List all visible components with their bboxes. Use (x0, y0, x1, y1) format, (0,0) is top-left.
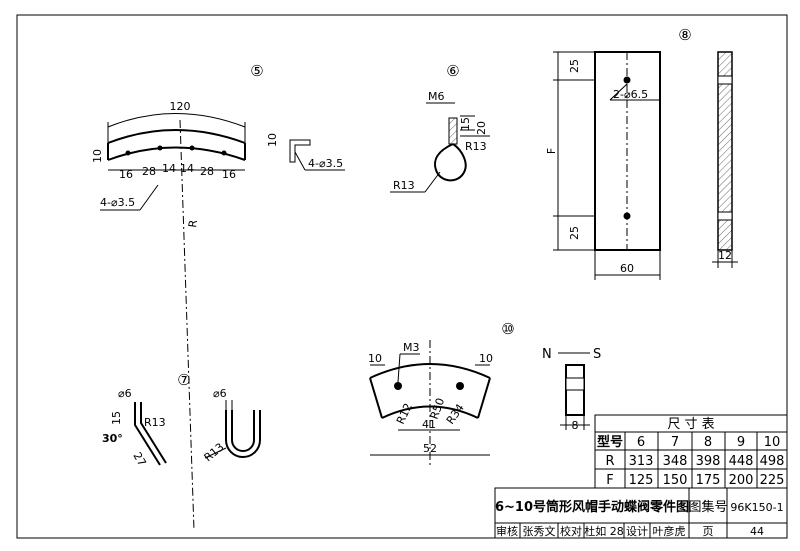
part-5-hole-1 (125, 150, 131, 156)
part-5-width: 10 (91, 149, 104, 163)
size-table-header-6: 6 (637, 435, 645, 450)
spacing-1: 16 (119, 168, 133, 181)
part-10-w1: 10 (368, 352, 382, 365)
size-table-r-7: 348 (663, 454, 688, 469)
check-label: 校对 (560, 524, 582, 538)
size-table-f-6: 125 (629, 473, 654, 488)
part-5-arc-length: 120 (170, 100, 191, 113)
page-label: 页 (703, 525, 714, 538)
atlas-label: 图集号 (688, 499, 727, 515)
part-5-hole-3 (189, 145, 195, 151)
size-table-header-8: 8 (704, 435, 712, 450)
part-6-r2: R13 (393, 179, 415, 192)
title-block: 6~10号筒形风帽手动蝶阀零件图 图集号 96K150-1 审核 张秀文 校对 … (494, 487, 788, 539)
size-table-r-8: 398 (696, 454, 721, 469)
part-5-hole-2 (157, 145, 163, 151)
part-5-side-height: 10 (266, 133, 279, 147)
part-5-spacing: 16 28 14 14 28 16 (119, 162, 236, 181)
part-10: ⑩ 10 M3 10 R12 R50 R34 41 52 N S 8 (368, 320, 601, 468)
part-8-height: F (545, 148, 558, 154)
part-10-side-width: 8 (572, 419, 579, 432)
part-8-side (717, 51, 733, 251)
review-label: 审核 (496, 524, 518, 538)
part-7-l27: 27 (130, 450, 148, 469)
part-5-arc-inner (107, 146, 246, 161)
part-5-number: ⑤ (250, 62, 263, 80)
size-table-f-7: 150 (663, 473, 688, 488)
part-7-number: ⑦ (177, 371, 190, 389)
size-table: 尺 寸 表 型号 6 7 8 9 10 R 313 348 398 448 49… (594, 414, 788, 489)
part-7-dia1: ⌀6 (118, 387, 132, 400)
part-10-r12: R12 (394, 401, 415, 426)
part-8-top: 25 (568, 59, 581, 73)
size-table-r-9: 448 (729, 454, 754, 469)
size-table-f-8: 175 (696, 473, 721, 488)
part-6: ⑥ M6 15 20 R13 R13 (390, 62, 490, 193)
size-table-title: 尺 寸 表 (667, 417, 714, 432)
sheet-border (16, 14, 788, 539)
part-5-hole-4 (221, 150, 227, 156)
size-table-row-f-label: F (606, 473, 613, 488)
size-table-r-10: 498 (760, 454, 785, 469)
part-5-holes-note: 4-⌀3.5 (100, 196, 135, 209)
part-8-thickness: 12 (718, 249, 732, 262)
part-8-bottom: 25 (568, 226, 581, 240)
size-table-f-9: 200 (729, 473, 754, 488)
part-6-d1: 15 (459, 117, 472, 131)
part-6-r1: R13 (465, 140, 487, 153)
part-8-hole-bottom (623, 212, 631, 220)
reviewer-signature: 张秀文 (523, 524, 556, 538)
part-7-r13a: R13 (144, 416, 166, 429)
part-8-width: 60 (620, 262, 634, 275)
part-7-angle: 30° (102, 432, 123, 445)
spacing-2: 28 (142, 165, 156, 178)
part-10-r34: R34 (444, 402, 467, 427)
part-10-w2: 10 (479, 352, 493, 365)
part-5-arc-outer (107, 129, 246, 144)
size-table-header-9: 9 (737, 435, 745, 450)
part-8-hole-top (623, 76, 631, 84)
part-8-number: ⑧ (678, 26, 691, 44)
part-7-dia2: ⌀6 (213, 387, 227, 400)
page-number: 44 (750, 525, 764, 538)
size-table-row-r-label: R (605, 454, 614, 469)
spacing-5: 28 (200, 165, 214, 178)
part-5-radius: R (186, 219, 200, 229)
checker-signature: 杜如 28 (584, 524, 624, 538)
part-5: ⑤ 120 10 16 28 14 14 28 16 4-⌀3.5 R 10 4 (91, 62, 345, 531)
size-table-header-7: 7 (671, 435, 679, 450)
part-10-thread: M3 (403, 341, 420, 354)
part-10-d41: 41 (422, 418, 436, 431)
part-7-r13b: R13 (202, 440, 227, 464)
size-table-f-10: 225 (760, 473, 785, 488)
part-10-number: ⑩ (501, 320, 514, 338)
part-10-south: S (593, 347, 601, 362)
design-label: 设计 (626, 525, 648, 538)
drawing-title: 6~10号筒形风帽手动蝶阀零件图 (495, 499, 689, 515)
part-6-d2: 20 (475, 121, 488, 135)
spacing-3: 14 (162, 162, 176, 175)
size-table-r-6: 313 (629, 454, 654, 469)
part-7: ⑦ ⌀6 15 R13 30° 27 ⌀6 R13 (102, 371, 261, 469)
spacing-6: 16 (222, 168, 236, 181)
part-10-north: N (542, 347, 552, 362)
size-table-header-model: 型号 (597, 434, 623, 450)
part-8: ⑧ 2-⌀6.5 25 F 25 60 12 (545, 26, 738, 280)
part-8-holes: 2-⌀6.5 (613, 88, 648, 101)
spacing-4: 14 (180, 162, 194, 175)
part-5-side-holes: 4-⌀3.5 (308, 157, 343, 170)
atlas-number: 96K150-1 (730, 501, 783, 514)
part-7-l15: 15 (110, 411, 123, 425)
part-6-thread: M6 (428, 90, 445, 103)
part-6-number: ⑥ (446, 62, 459, 80)
designer-signature: 叶彦虎 (653, 524, 686, 538)
size-table-header-10: 10 (764, 435, 781, 450)
